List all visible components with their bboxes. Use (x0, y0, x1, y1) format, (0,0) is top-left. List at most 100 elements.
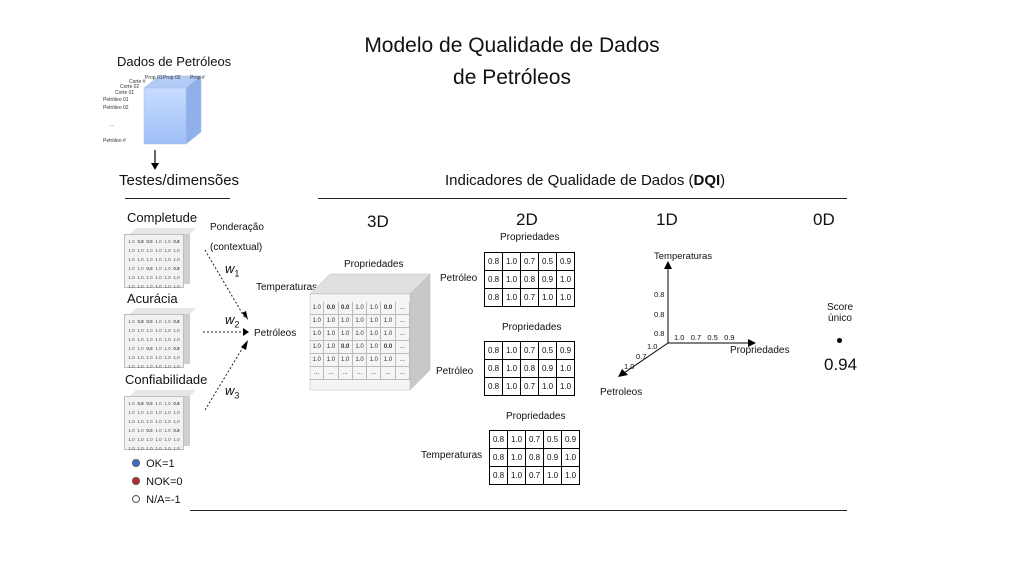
mini-cell: 1.0 (128, 284, 135, 289)
mini-cell: 1.0 (128, 446, 135, 451)
mini-cell: 1.0 (128, 401, 135, 406)
cube3d-cell: 1.0 (310, 328, 325, 341)
mini-cell: 1.0 (128, 266, 135, 271)
mini-cell: 1.0 (128, 239, 135, 244)
mini-cell: 1.0 (146, 257, 153, 262)
matrix-cell: 0.8 (484, 377, 503, 396)
matrix-cell: 0.8 (489, 448, 508, 467)
mini-cell: 1.0 (137, 364, 144, 369)
mini-cell: 1.0 (173, 446, 180, 451)
cube-corte-1: Corte # (129, 79, 146, 85)
mini-cell: 1.0 (137, 446, 144, 451)
mini-cell: 1.0 (137, 328, 144, 333)
mini-cell: 1.0 (128, 328, 135, 333)
axis-petroleos: Petroleos (600, 387, 643, 398)
weighting-context: (contextual) (210, 242, 263, 253)
mini-cell: 1.0 (155, 284, 162, 289)
mini-cell: 1.0 (137, 275, 144, 280)
bottom-divider (190, 510, 847, 511)
mini-cell: 0.8 (173, 401, 180, 406)
mini-cell: 1.0 (164, 319, 171, 324)
mini-cell: 1.0 (164, 257, 171, 262)
matrix-cell: 0.8 (489, 430, 508, 449)
level-2d: 2D (516, 210, 538, 229)
mini-cell: 1.0 (128, 437, 135, 442)
cube3d-cell: ... (324, 367, 339, 380)
cube3d-cell: 1.0 (310, 315, 325, 328)
cube3d-cell: 0.0 (338, 302, 353, 315)
matrix-cell: 0.8 (489, 466, 508, 485)
mini-cell: 1.0 (164, 446, 171, 451)
mini-cell: 1.0 (146, 284, 153, 289)
cube3d-cell: 0.0 (381, 302, 396, 315)
mini-cell: 1.0 (173, 410, 180, 415)
mini-cell: 1.0 (137, 248, 144, 253)
mat2-row-label: Petróleo (436, 366, 474, 377)
matrix-cell: 0.5 (543, 430, 562, 449)
level-3d: 3D (367, 212, 389, 231)
matrix-cell: 0.9 (538, 359, 557, 378)
mini-cell: 1.0 (146, 419, 153, 424)
cube-corte-2: Corte 02 (120, 84, 140, 90)
cube3d-cell: 1.0 (352, 315, 368, 328)
matrix-cell: 0.7 (520, 252, 539, 271)
cube3d-cell: 1.0 (367, 302, 382, 315)
mini-cell: 1.0 (137, 419, 144, 424)
matrix-cell: 0.7 (520, 377, 539, 396)
mat3-row-label: Temperaturas (421, 450, 483, 461)
cube3d-cell: 1.0 (310, 354, 325, 367)
cube3d-cell: 1.0 (324, 341, 339, 354)
dqi-divider (318, 198, 847, 199)
matrix-cell: 1.0 (543, 466, 562, 485)
mini-cell: 0.8 (137, 239, 144, 244)
cube-col-2: Prop 02 (163, 75, 181, 81)
mini-cell: 1.0 (155, 410, 162, 415)
matrix-cell: 1.0 (502, 341, 521, 360)
cube3d-cell: ... (395, 354, 410, 367)
mini-cell: 1.0 (164, 364, 171, 369)
mini-cell: 1.0 (128, 355, 135, 360)
mini-cell: 1.0 (155, 275, 162, 280)
data-cube-label: Dados de Petróleos (117, 54, 232, 69)
mini-cell: 1.0 (137, 266, 144, 271)
cube3d-cell: 1.0 (381, 354, 396, 367)
mini-cell: 1.0 (146, 410, 153, 415)
mini-cell: 0.0 (146, 266, 153, 271)
mini-cell: 0.8 (137, 319, 144, 324)
mini-cell: 1.0 (128, 410, 135, 415)
mini-cell: 1.0 (128, 248, 135, 253)
mini-cell: 1.0 (146, 337, 153, 342)
mini-cell: 1.0 (155, 248, 162, 253)
mini-cell: 1.0 (164, 437, 171, 442)
cube3d-faces (309, 273, 431, 391)
dqi-heading: Indicadores de Qualidade de Dados (DQI) (445, 172, 726, 189)
cube3d-cell: 1.0 (324, 354, 339, 367)
cube-corte-3: Corte 01 (115, 90, 135, 96)
matrix-cell: 0.8 (484, 252, 503, 271)
mini-cell: 1.0 (173, 337, 180, 342)
mini-cell: 1.0 (155, 355, 162, 360)
mini-cell: 1.0 (128, 337, 135, 342)
legend-item-ok: OK=1 (132, 455, 183, 473)
cube3d-cell: 0.0 (324, 302, 339, 315)
cube3d-cell: 1.0 (381, 328, 396, 341)
weighting-label: Ponderação (210, 222, 264, 233)
score-value: 0.94 (824, 355, 858, 374)
cube3d-cell: ... (395, 328, 410, 341)
title-line-1: Modelo de Qualidade de Dados (364, 34, 660, 57)
mini-cell: 1.0 (137, 437, 144, 442)
legend-item-na: N/A=-1 (132, 491, 183, 509)
cube3d-cell: 1.0 (352, 328, 368, 341)
title-line-2: de Petróleos (453, 66, 571, 89)
mini-cell: 1.0 (128, 275, 135, 280)
cube3d-temperaturas: Temperaturas (256, 282, 318, 293)
score-dot-icon (837, 338, 842, 343)
mini-cell: 1.0 (137, 410, 144, 415)
mini-cell: 1.0 (128, 419, 135, 424)
